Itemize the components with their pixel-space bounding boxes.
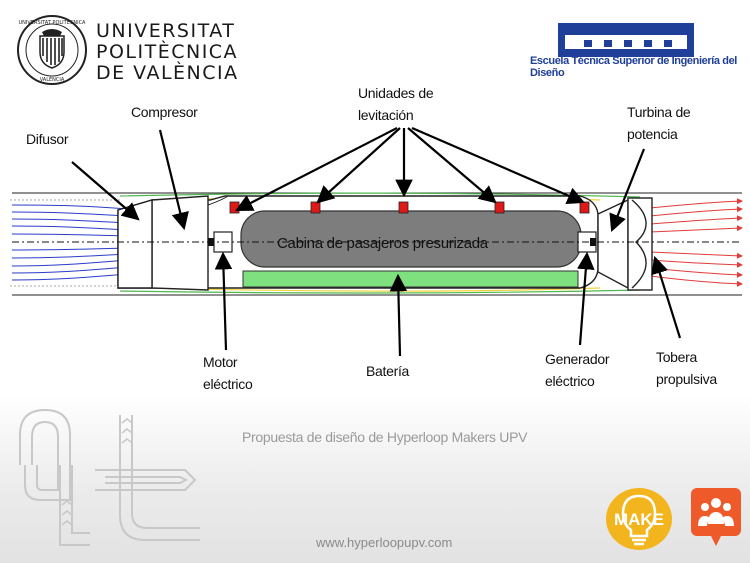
svg-text:UNIVERSITAT POLITÈCNICA: UNIVERSITAT POLITÈCNICA: [19, 18, 87, 26]
lightbulb-icon: [621, 494, 657, 546]
label-turbina-line-2: potencia: [627, 126, 678, 142]
label-generador-line-2: eléctrico: [545, 373, 595, 389]
makers-community-icon: [691, 488, 741, 546]
label-bateria: Batería: [366, 363, 410, 379]
people-group-icon: [698, 498, 734, 546]
battery: [242, 270, 579, 288]
school-name: Escuela Técnica Superior de Ingeniería d…: [530, 55, 737, 79]
footer-caption: Propuesta de diseño de Hyperloop Makers …: [242, 429, 528, 445]
label-tobera-line-1: Tobera: [656, 349, 698, 365]
label-compresor: Compresor: [131, 104, 198, 120]
label-levitacion-line-1: Unidades de: [358, 85, 434, 101]
label-motor-line-1: Motor: [203, 354, 238, 370]
svg-text:VALÈNCIA: VALÈNCIA: [40, 75, 65, 83]
school-building-logo: [558, 23, 694, 57]
upv-seal-logo: UNIVERSITAT POLITÈCNICA VALÈNCIA: [17, 15, 87, 85]
website-link[interactable]: www.hyperloopupv.com: [316, 535, 453, 550]
make-badge: MAKE: [606, 488, 672, 550]
diffuser: [117, 199, 153, 289]
hyperloop-upv-logo: [19, 408, 200, 546]
inflow-streamlines: [11, 204, 129, 281]
label-tobera-line-2: propulsiva: [656, 371, 717, 387]
university-name-line-1: UNIVERSITAT: [96, 20, 236, 42]
make-badge-label: MAKE: [613, 510, 665, 529]
label-generador-line-1: Generador: [545, 351, 610, 367]
label-difusor: Difusor: [26, 131, 69, 147]
levitation-units: [229, 201, 590, 214]
power-turbine: [597, 198, 629, 290]
university-name-line-2: POLITÈCNICA: [96, 41, 239, 63]
leader-arrows: [71, 126, 682, 357]
label-motor-line-2: eléctrico: [203, 376, 253, 392]
label-cabina: Cabina de pasajeros presurizada: [277, 235, 488, 252]
label-levitacion-line-2: levitación: [358, 107, 414, 123]
hyperloop-pod-diagram: [10, 126, 743, 357]
propulsive-nozzle: [627, 197, 653, 291]
label-turbina-line-1: Turbina de: [627, 104, 691, 120]
university-name-line-3: DE VALÈNCIA: [96, 62, 239, 84]
